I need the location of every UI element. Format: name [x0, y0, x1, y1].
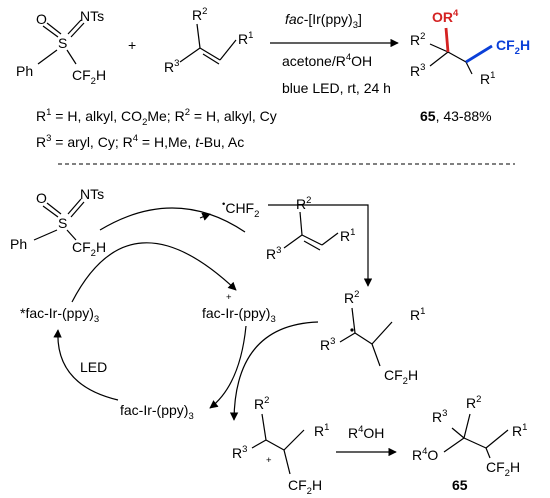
final-r1: R1 — [512, 422, 527, 439]
led-label: LED — [80, 359, 107, 375]
scope-line-2: R3 = aryl, Cy; R4 = H,Me, t-Bu, Ac — [36, 133, 244, 150]
product-r2: R2 — [410, 31, 425, 48]
mech-reagent-bonds — [33, 198, 85, 241]
reagent-bonds — [37, 19, 85, 65]
radical-oxidation-arrow — [229, 321, 319, 421]
final-product-label: 65 — [452, 477, 468, 493]
mech-reagent-cf2h: CF2H — [72, 239, 106, 259]
product-c-cf2h-bond — [465, 44, 493, 64]
mech-alkene-r1: R1 — [340, 227, 355, 244]
mech-alkene: R2 R3 R1 — [266, 195, 355, 262]
product-or4: OR4 — [432, 8, 459, 25]
reagent-ph-label: Ph — [16, 63, 33, 79]
reaction-arrow: fac-[Ir(ppy)3] acetone/R4OH blue LED, rt… — [270, 11, 399, 96]
mechanism: O S NTs Ph CF2H •CHF2 R2 R3 R1 — [10, 186, 527, 497]
mech-reagent-ph: Ph — [10, 236, 27, 252]
alkene-bonds — [179, 23, 237, 65]
final-bonds — [443, 413, 509, 459]
product-r1: R1 — [480, 70, 495, 87]
cation-intermediate: R2 R3 + R1 CF2H — [232, 395, 329, 497]
reagent-nts-label: NTs — [80, 8, 104, 24]
conditions-label: blue LED, rt, 24 h — [282, 80, 391, 96]
product-cf2h: CF2H — [496, 37, 530, 57]
cation-r1: R1 — [314, 422, 329, 439]
cation-r2: R2 — [254, 395, 269, 412]
reagent-o-label: O — [36, 11, 47, 27]
reagent-cf2h-label: CF2H — [72, 67, 106, 87]
scope-line-1: R1 = H, alkyl, CO2Me; R2 = H, alkyl, Cy — [36, 107, 277, 128]
radint-radical-dot — [350, 328, 354, 332]
final-r2: R2 — [466, 394, 481, 411]
final-r4o: R4O — [412, 446, 438, 463]
chf2-radical: •CHF2 — [222, 199, 259, 220]
alkene-r3: R3 — [164, 58, 179, 75]
radint-r3: R3 — [320, 336, 335, 353]
cation-charge: + — [266, 455, 272, 466]
alkene-r2: R2 — [192, 6, 207, 23]
reduction-arrow — [209, 325, 247, 409]
oxidized-catalyst-charge: + — [226, 292, 232, 303]
cation-r3: R3 — [232, 444, 247, 461]
mech-reagent-sulfoximine: O S NTs Ph CF2H — [10, 186, 106, 259]
mech-reagent-o: O — [36, 190, 47, 206]
product-structure: OR4 R2 R3 R1 CF2H — [410, 8, 530, 87]
trapping-reagent: R4OH — [348, 424, 384, 441]
final-r3: R3 — [432, 408, 447, 425]
oxidized-catalyst: fac-Ir-(ppy)3 — [202, 305, 276, 325]
reagent-alkene: R2 R3 R1 — [164, 6, 253, 75]
product-yield: 65, 43-88% — [420, 108, 492, 124]
top-reaction: O S NTs Ph CF2H + R2 R3 R1 — [16, 6, 530, 150]
catalyst-label: fac-[Ir(ppy)3] — [285, 11, 362, 31]
radical-intermediate: R2 R3 R1 CF2H — [320, 289, 425, 387]
photoexcitation-arrow — [53, 329, 119, 401]
radint-bonds — [339, 307, 393, 367]
excited-catalyst: *fac-Ir-(ppy)3 — [20, 305, 99, 325]
final-product: R3 R2 R4O R1 CF2H 65 — [412, 394, 527, 493]
reagent-to-radical-arc — [99, 207, 246, 233]
set-oxidation-arrow — [71, 242, 237, 303]
mech-alkene-r2: R2 — [296, 195, 311, 212]
reagent-sulfoximine: O S NTs Ph CF2H — [16, 8, 106, 87]
radint-cf2h: CF2H — [384, 367, 418, 387]
mech-alkene-r3: R3 — [266, 245, 281, 262]
mech-reagent-s: S — [58, 215, 67, 231]
cation-cf2h: CF2H — [288, 477, 322, 497]
mech-alkene-bonds — [283, 211, 339, 251]
cation-bonds — [251, 413, 305, 475]
product-r3: R3 — [410, 62, 425, 79]
product-bonds — [429, 43, 473, 75]
radint-r2: R2 — [344, 289, 359, 306]
plus-sign: + — [128, 37, 136, 53]
radical-release-arrowhead — [199, 212, 211, 221]
product-c-o-bond — [444, 27, 450, 53]
reagent-s-label: S — [58, 35, 67, 51]
radical-addition-arrow — [268, 204, 373, 287]
alkene-r1: R1 — [238, 30, 253, 47]
mech-reagent-nts: NTs — [80, 186, 104, 202]
radint-r1: R1 — [410, 306, 425, 323]
ground-catalyst: fac-Ir-(ppy)3 — [120, 402, 194, 422]
solvent-label: acetone/R4OH — [282, 52, 372, 69]
final-cf2h: CF2H — [486, 459, 520, 479]
